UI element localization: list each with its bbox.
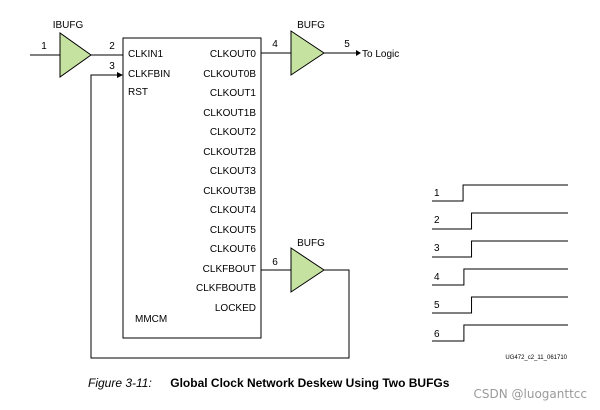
mmcm-name: MMCM	[135, 314, 167, 325]
mmcm-output-clkfbout: CLKFBOUT	[203, 264, 256, 275]
waveform-label-2: 2	[434, 215, 440, 226]
waveform-trace-4	[432, 268, 568, 286]
mmcm-output-clkout1b: CLKOUT1B	[203, 108, 256, 119]
waveform-label-1: 1	[434, 188, 440, 199]
waveform-label-3: 3	[434, 243, 440, 254]
bufg-top-triangle	[290, 30, 325, 76]
mmcm-block	[122, 37, 262, 339]
mmcm-output-clkout1: CLKOUT1	[210, 88, 257, 99]
bufg-top-buffer: BUFG	[290, 20, 325, 76]
caption-prefix: Figure 3-11:	[88, 376, 152, 390]
waveform-trace-5	[432, 296, 568, 314]
figure-id: UG472_c2_11_061710	[505, 355, 567, 361]
figure-caption: Figure 3-11: Global Clock Network Deskew…	[88, 374, 450, 391]
ibufg-label: IBUFG	[53, 20, 84, 31]
mmcm-output-clkout0: CLKOUT0	[210, 49, 257, 60]
waveform-trace-6	[432, 324, 568, 342]
mmcm-output-clkout0b: CLKOUT0B	[203, 69, 256, 80]
mmcm-output-clkfboutb: CLKFBOUTB	[196, 283, 256, 294]
waveform-label-4: 4	[434, 272, 440, 283]
mmcm-output-clkout2: CLKOUT2	[210, 127, 257, 138]
mmcm-output-locked: LOCKED	[215, 303, 256, 314]
mmcm-output-clkout4: CLKOUT4	[210, 205, 257, 216]
caption-title: Global Clock Network Deskew Using Two BU…	[170, 376, 449, 390]
net-5-number: 5	[344, 39, 350, 50]
net-3-number: 3	[109, 61, 115, 72]
waveform-trace-1	[432, 184, 568, 202]
ibufg-triangle	[59, 32, 92, 78]
mmcm-output-clkout5: CLKOUT5	[210, 225, 257, 236]
bufg-feedback-triangle	[290, 247, 325, 293]
mmcm-input-clkfbin: CLKFBIN	[128, 69, 170, 80]
mmcm-output-clkout3b: CLKOUT3B	[203, 186, 256, 197]
feedback-arrow-icon	[117, 72, 123, 78]
ibufg-buffer: IBUFG	[53, 20, 92, 78]
net-6-number: 6	[272, 257, 278, 268]
feedback-loop-wire	[90, 74, 350, 359]
mmcm-output-clkout3: CLKOUT3	[210, 166, 257, 177]
to-logic-arrow-icon	[356, 50, 361, 56]
bufg-top-label: BUFG	[297, 20, 325, 31]
waveform-trace-3	[432, 240, 568, 258]
mmcm-output-clkout2b: CLKOUT2B	[203, 147, 256, 158]
mmcm-input-clkin1: CLKIN1	[128, 49, 163, 60]
mmcm-input-rst: RST	[128, 87, 148, 98]
mmcm-output-clkout6: CLKOUT6	[210, 244, 257, 255]
net-4-number: 4	[272, 39, 278, 50]
waveform-panel: 1 2 3 4 5 6	[432, 184, 568, 342]
waveform-trace-2	[432, 212, 568, 230]
to-logic-label: To Logic	[362, 49, 399, 60]
bufg-feedback-buffer: BUFG	[290, 238, 325, 293]
net-2-number: 2	[109, 41, 115, 52]
waveform-label-6: 6	[434, 329, 440, 340]
bufg-feedback-label: BUFG	[297, 238, 325, 249]
waveform-label-5: 5	[434, 300, 440, 311]
watermark: CSDN @luoganttcc	[474, 387, 588, 401]
net-1-number: 1	[41, 41, 47, 52]
